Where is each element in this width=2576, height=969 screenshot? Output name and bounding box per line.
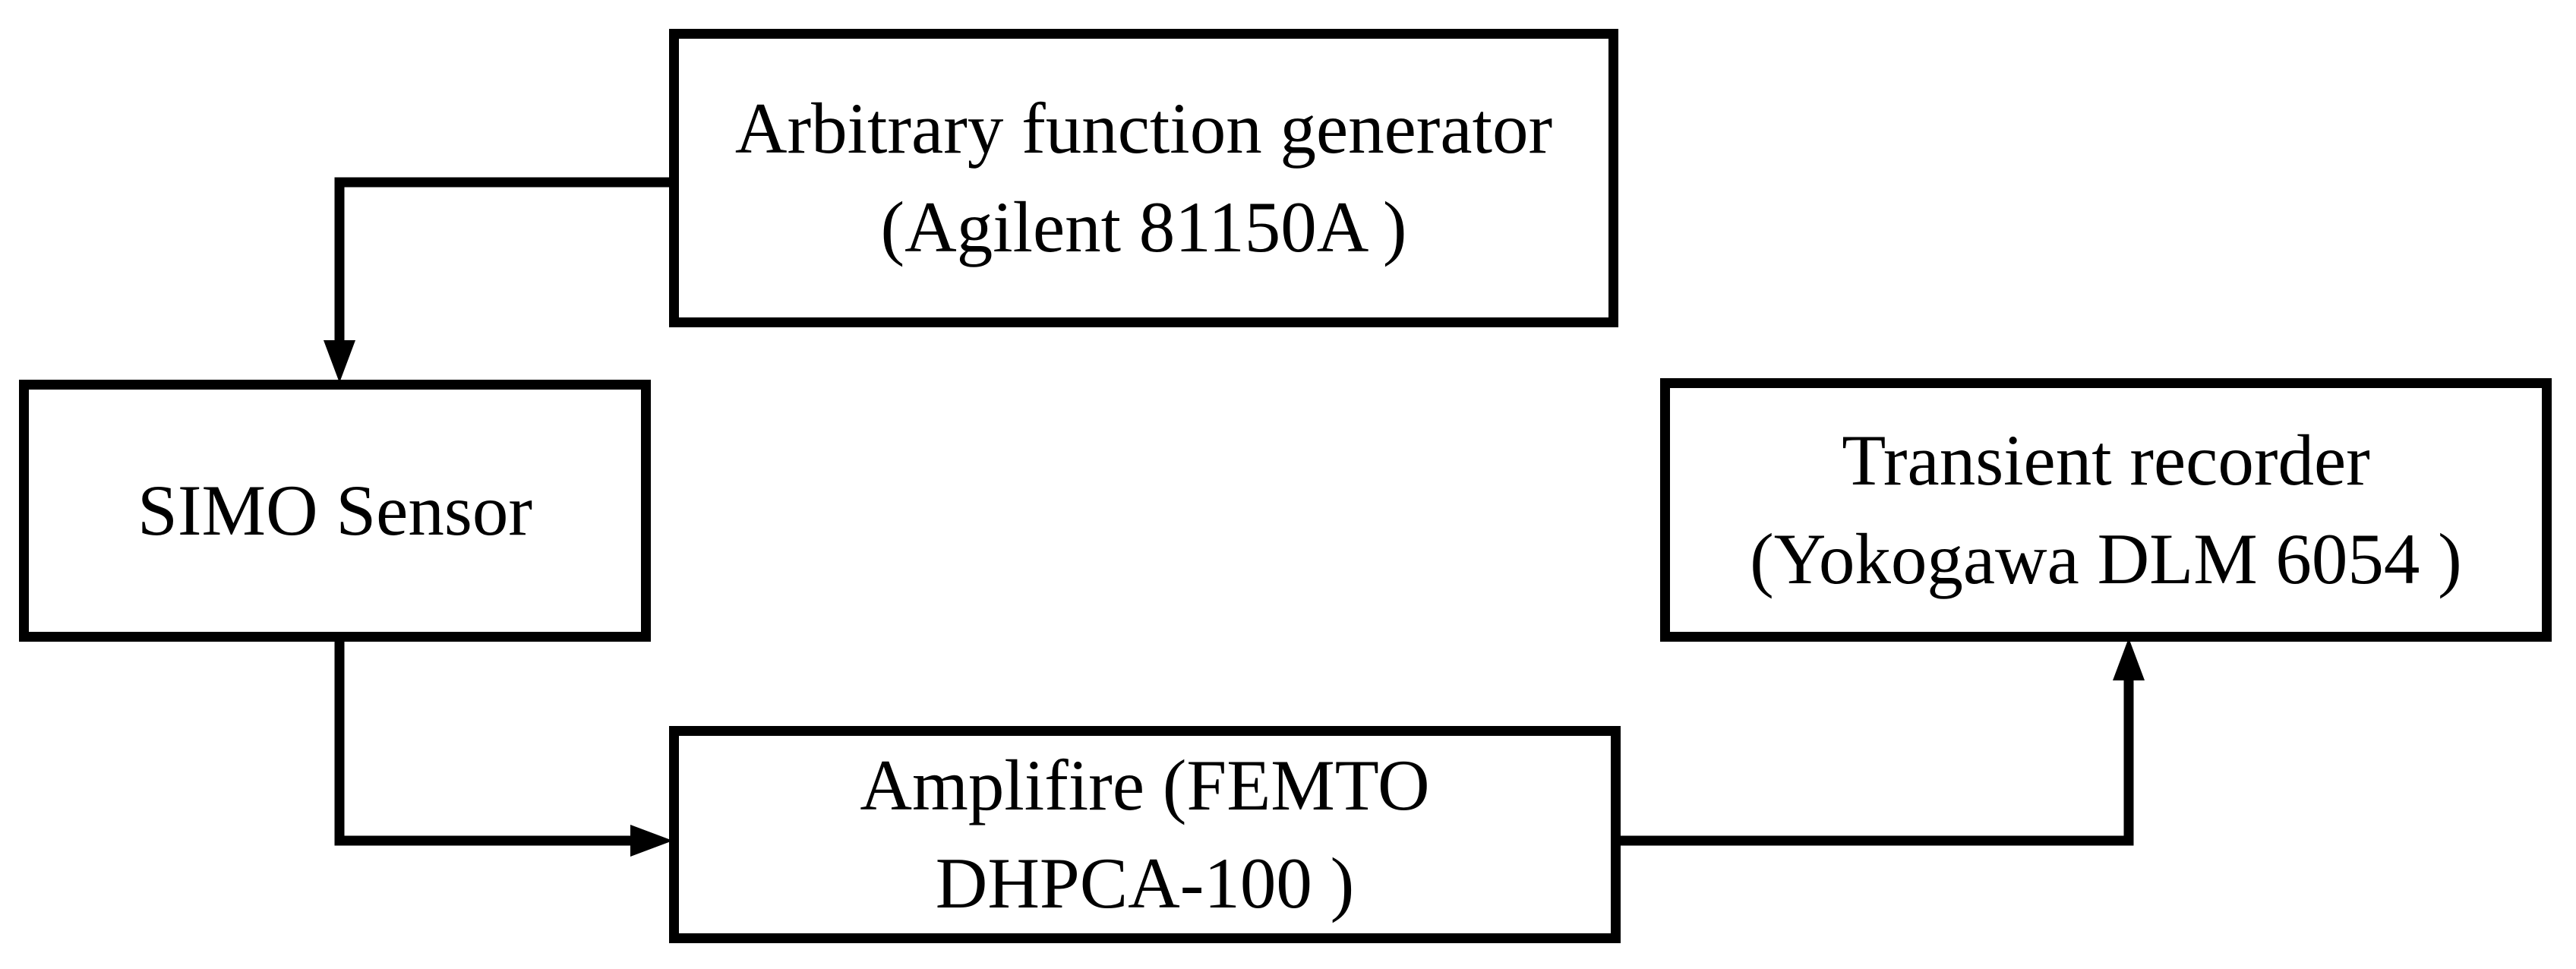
arrowhead-up-icon [2113, 638, 2145, 680]
transient-recorder-model: (Yokogawa DLM 6054 ) [1750, 518, 2462, 599]
node-function-generator: Arbitrary function generator (Agilent 81… [669, 29, 1618, 327]
node-transient-recorder: Transient recorder (Yokogawa DLM 6054 ) [1660, 378, 2552, 642]
node-simo-sensor: SIMO Sensor [19, 380, 651, 642]
function-generator-label: Arbitrary function generator [734, 88, 1553, 169]
amplifier-model: DHPCA-100 ) [935, 843, 1355, 923]
connector-simo-sensor-to-amplifier [334, 632, 673, 857]
transient-recorder-label: Transient recorder [1842, 420, 2370, 501]
connector-function-generator-to-simo-sensor [324, 177, 676, 383]
arrowhead-down-icon [324, 340, 355, 383]
simo-sensor-label: SIMO Sensor [137, 469, 532, 551]
node-amplifier: Amplifire (FEMTO DHPCA-100 ) [669, 726, 1621, 943]
function-generator-model: (Agilent 81150A ) [880, 186, 1407, 267]
amplifier-label: Amplifire (FEMTO [860, 744, 1430, 825]
connector-amplifier-to-transient-recorder [1616, 638, 2145, 846]
arrowhead-right-icon [630, 825, 673, 857]
